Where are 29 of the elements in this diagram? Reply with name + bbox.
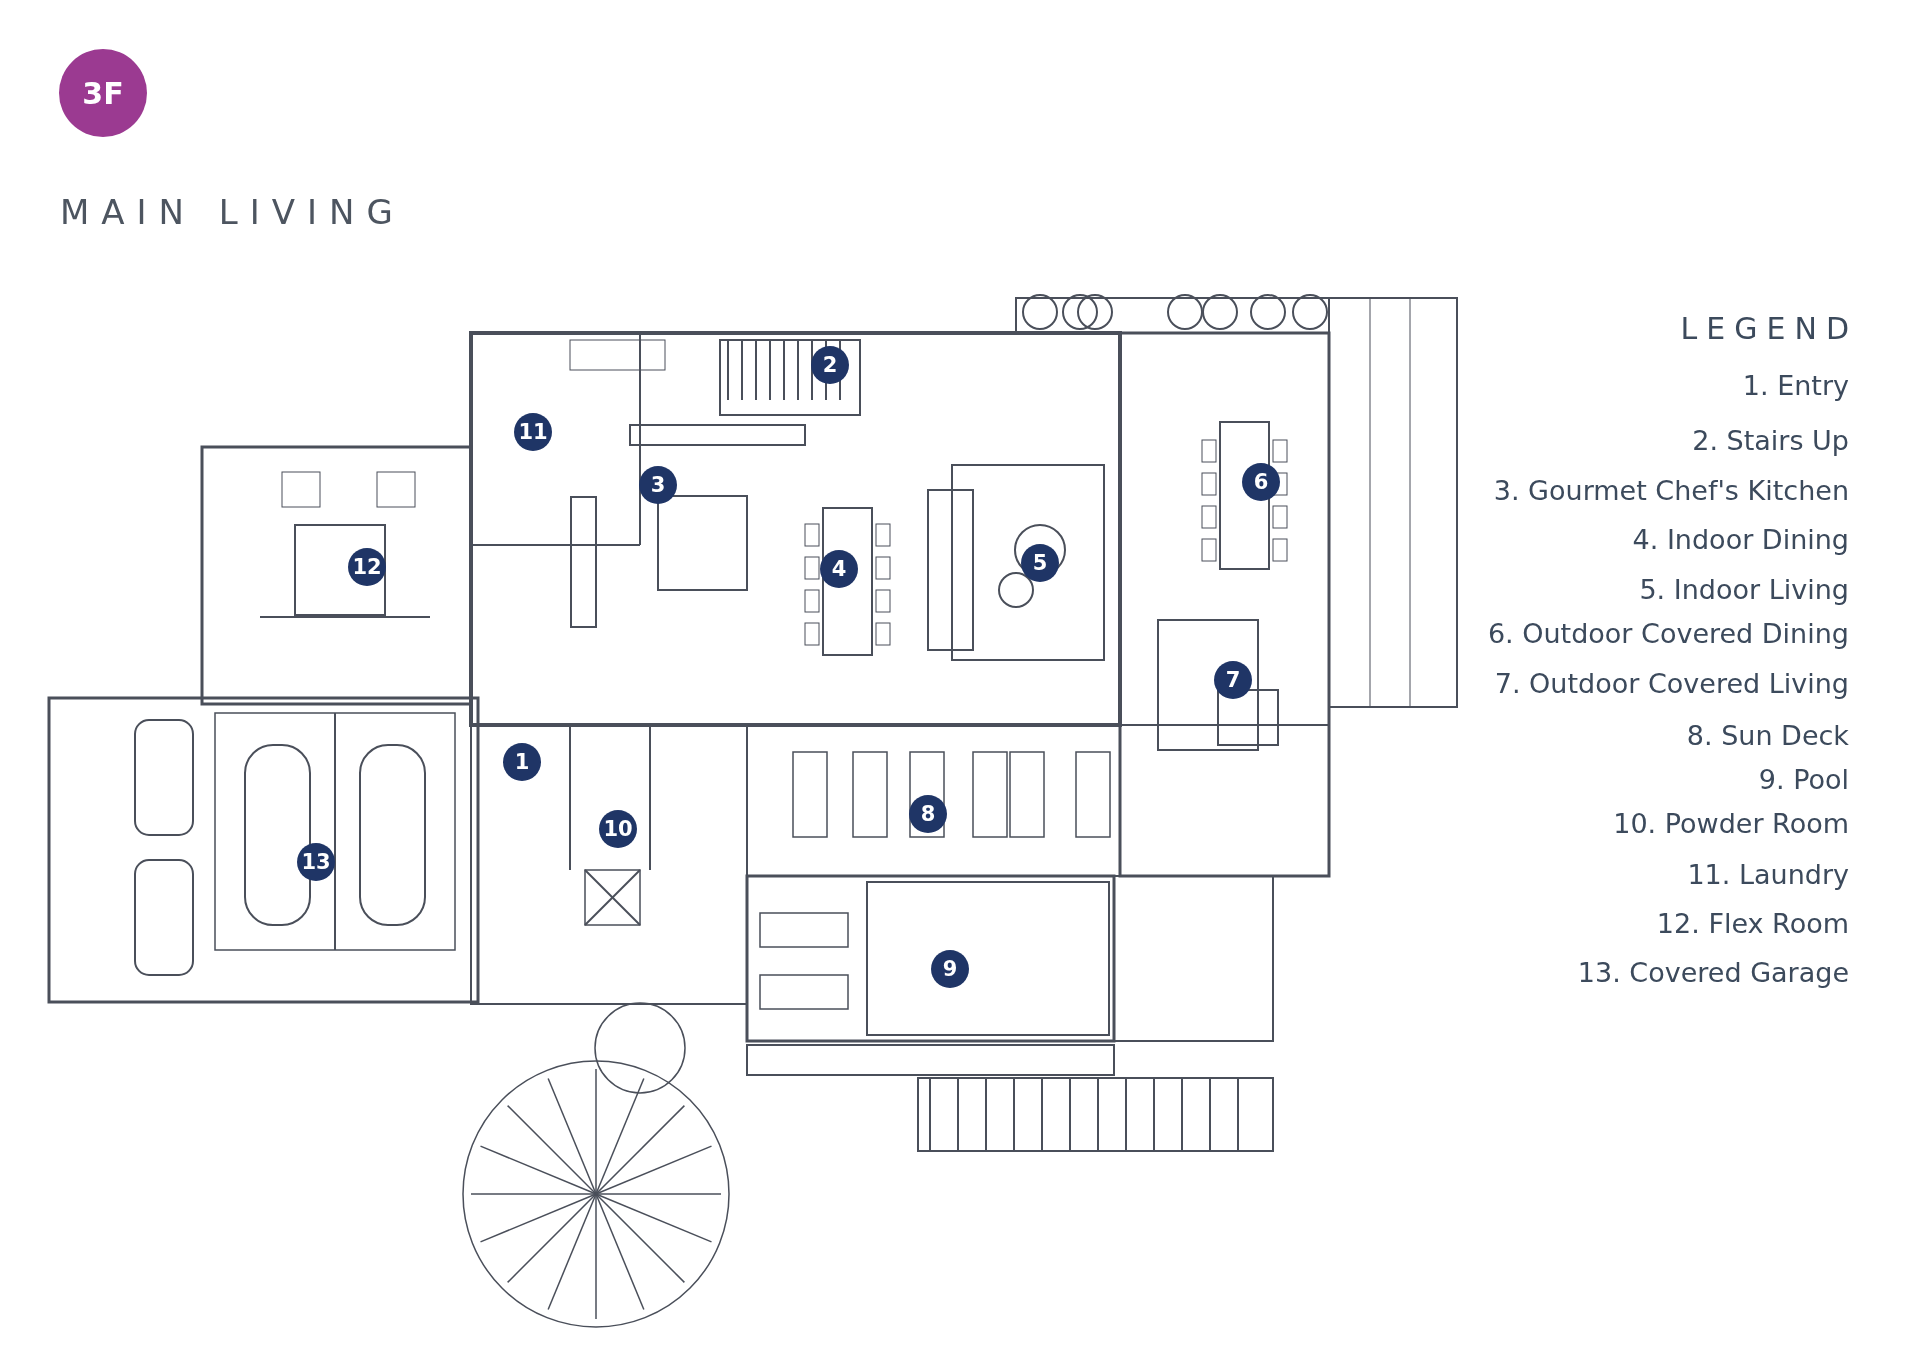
legend-entry: 7. Outdoor Covered Living xyxy=(1494,667,1849,699)
legend-entry: 9. Pool xyxy=(1758,763,1849,795)
page-title: MAIN LIVING xyxy=(60,192,405,232)
callout-number: 4 xyxy=(820,550,858,588)
callout-number: 7 xyxy=(1214,661,1252,699)
callout-number: 11 xyxy=(514,413,552,451)
callout-number: 10 xyxy=(599,810,637,848)
legend-entry: 6. Outdoor Covered Dining xyxy=(1487,617,1849,649)
legend-entry: 10. Powder Room xyxy=(1613,807,1849,839)
legend-entry: 4. Indoor Dining xyxy=(1632,523,1849,555)
callout-number: 3 xyxy=(639,466,677,504)
callout-number: 6 xyxy=(1242,463,1280,501)
legend-entry: 12. Flex Room xyxy=(1656,907,1849,939)
legend-entry: 2. Stairs Up xyxy=(1692,424,1849,456)
callout-number: 13 xyxy=(297,843,335,881)
callout-number: 9 xyxy=(931,950,969,988)
legend-heading: LEGEND xyxy=(1680,310,1858,346)
legend-entry: 8. Sun Deck xyxy=(1686,719,1849,751)
legend-entry: 3. Gourmet Chef's Kitchen xyxy=(1493,474,1849,506)
callout-number: 8 xyxy=(909,795,947,833)
legend-entry: 5. Indoor Living xyxy=(1639,573,1849,605)
callout-number: 5 xyxy=(1021,544,1059,582)
legend-entry: 13. Covered Garage xyxy=(1577,956,1849,988)
callout-number: 1 xyxy=(503,743,541,781)
callout-number: 2 xyxy=(811,346,849,384)
floor-badge: 3F xyxy=(59,49,147,137)
legend-entry: 1. Entry xyxy=(1742,369,1849,401)
legend-entry: 11. Laundry xyxy=(1687,858,1849,890)
callout-number: 12 xyxy=(348,548,386,586)
